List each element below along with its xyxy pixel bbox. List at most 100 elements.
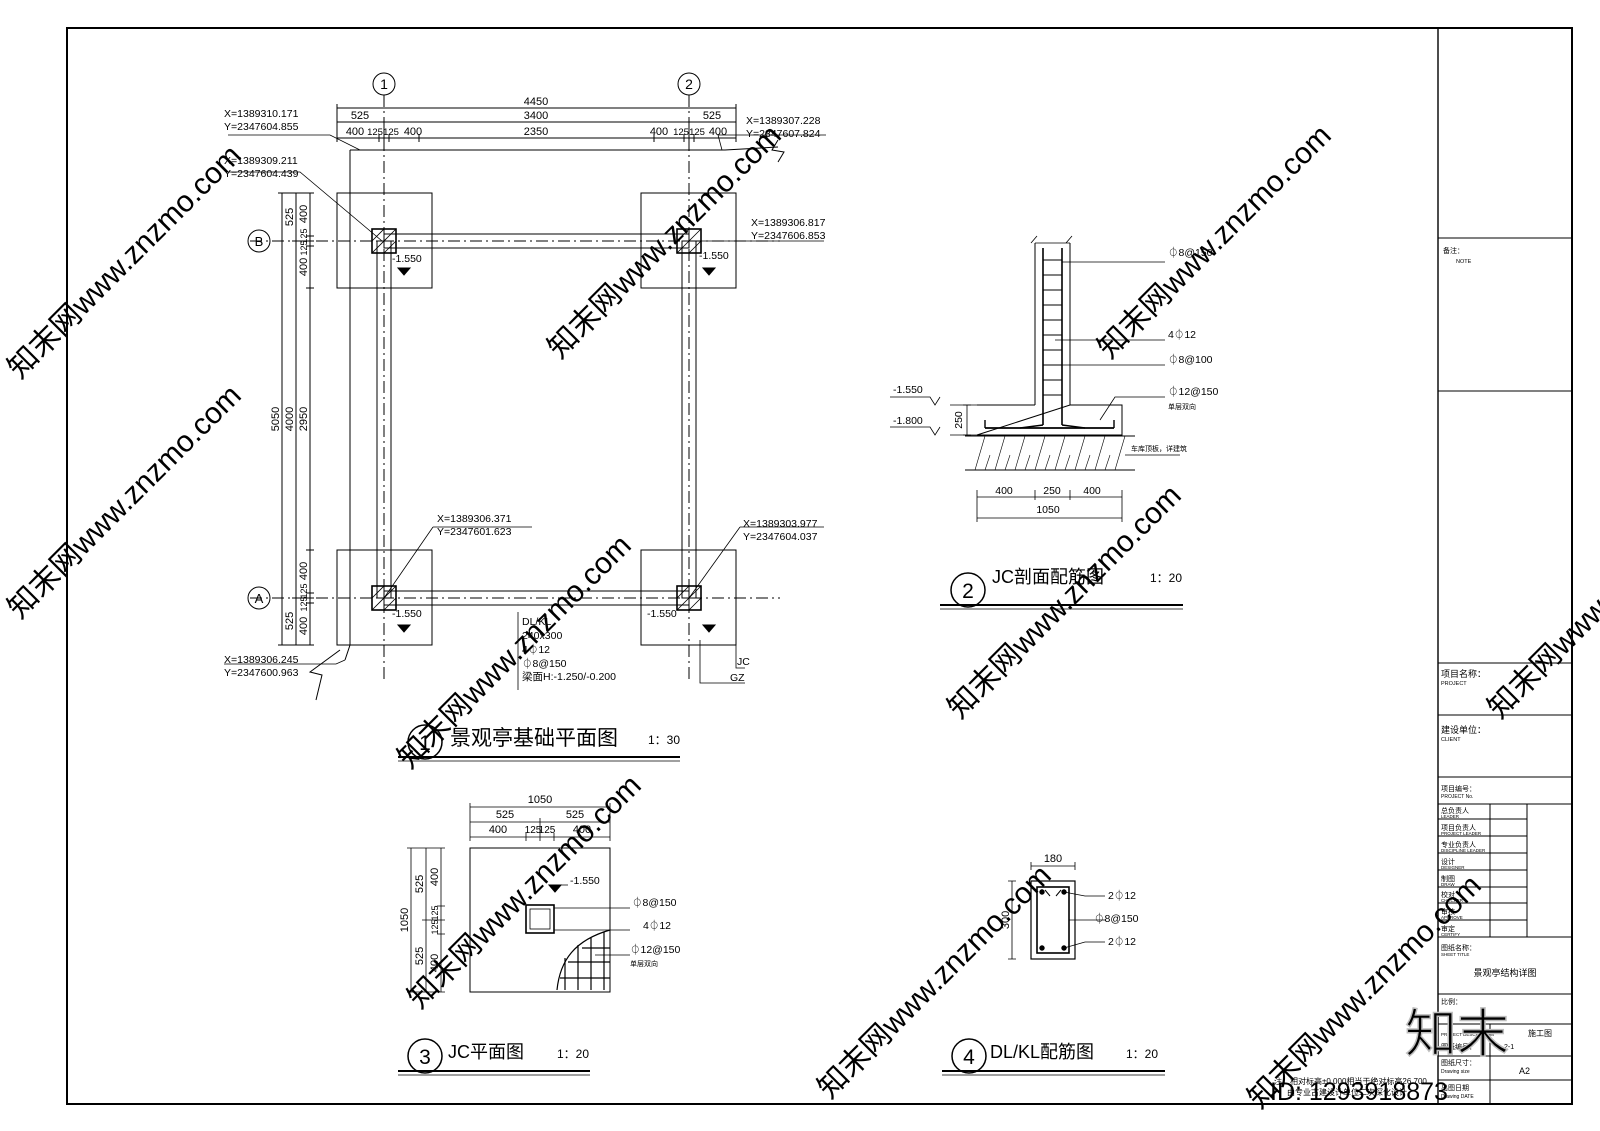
- sheet-size: A2: [1519, 1066, 1530, 1076]
- elevation-label: -1.800: [893, 415, 923, 427]
- dim-top: 125: [539, 825, 556, 836]
- column-hatched: [371, 228, 397, 254]
- role-en: DISCIPLINE LEADER: [1441, 848, 1486, 853]
- column-outline: [525, 904, 555, 934]
- beam-note: DL/KL: [522, 616, 551, 628]
- coordinate-label: X=1389306.371: [437, 513, 512, 525]
- dim-overall-left: 1050: [399, 908, 411, 932]
- dim-overall-left: 5050: [270, 407, 282, 431]
- break-line: [308, 649, 341, 701]
- sheet-border: [66, 27, 1573, 1105]
- dim-top: 3400: [524, 110, 548, 122]
- dim-bottom: 400: [1083, 485, 1101, 497]
- dim-top: 125: [383, 127, 399, 138]
- role-en: PROJECT LEADER: [1441, 831, 1482, 836]
- dim-left: 525: [414, 947, 426, 965]
- tb-label-cn: 项目名称：: [1441, 668, 1486, 679]
- jc-section: [890, 235, 1183, 610]
- rebar-label: ⏀12@150: [630, 943, 681, 956]
- jc-label: JC: [737, 656, 750, 668]
- drawing-scale: 1：20: [1126, 1047, 1158, 1061]
- tb-label-cn: 比例：: [1441, 997, 1462, 1006]
- title-block-text: 备注： NOTE 项目名称： PROJECT 建设单位： CLIENT 项目编号…: [1441, 246, 1552, 1100]
- dim-top: 400: [346, 126, 364, 138]
- tb-label-en: PROJECT: [1441, 681, 1467, 687]
- axis-bubble-b: [247, 229, 271, 253]
- site-boundary-line: [344, 146, 779, 661]
- dim-left: 525: [284, 208, 296, 226]
- dim-top: 400: [404, 126, 422, 138]
- dim-left: 525: [284, 612, 296, 630]
- watermark-text: 知末网www.znzmo.com: [1092, 119, 1338, 365]
- tb-label-cn: 项目编号：: [1441, 784, 1476, 793]
- elevation-marker: [701, 624, 717, 633]
- dim-bottom: 400: [995, 485, 1013, 497]
- drawing-title: 景观亭基础平面图: [450, 727, 618, 750]
- watermark-text: 知末网www.znzmo.com: [1482, 479, 1600, 725]
- elevation-marker: [701, 267, 717, 276]
- role-cn: 专业负责人: [1441, 840, 1476, 849]
- rebar-label: 2⏀12: [1108, 935, 1136, 948]
- role-en: CERTIFY: [1441, 932, 1460, 937]
- slab-note: 车库顶板，详建筑: [1131, 444, 1187, 453]
- dim-top: 525: [566, 809, 584, 821]
- watermark-text: 知末网www.znzmo.com: [2, 379, 248, 625]
- title-block: [1437, 28, 1572, 1104]
- pad-footing: [336, 549, 433, 646]
- dim-bottom: 250: [1043, 485, 1061, 497]
- elevation-label: -1.550: [570, 875, 600, 887]
- detail-number: 2: [962, 580, 974, 603]
- drawing-scale: 1：20: [557, 1047, 589, 1061]
- pad-outline: [469, 847, 611, 993]
- drawing-scale: 1：30: [648, 733, 680, 747]
- axis-label-2: 2: [685, 76, 693, 92]
- axis-label-a: A: [255, 591, 264, 606]
- pad-footing: [640, 192, 737, 289]
- gz-label: GZ: [730, 672, 745, 684]
- tb-label-en: Drawing size: [1441, 1069, 1470, 1075]
- dim-left: 2950: [298, 407, 310, 431]
- rebar-label: 单层双向: [1168, 402, 1196, 411]
- tb-label-en: PROJECT No.: [1441, 794, 1473, 800]
- foundation-plan-text: 1 2 B A 4450 525 3400 525 400 125 125 40…: [224, 76, 826, 755]
- beam-section: [942, 862, 1165, 1076]
- elevation-label: -1.550: [699, 250, 729, 262]
- dim-left: 400: [298, 617, 310, 635]
- tb-label-cn: 图纸名称：: [1441, 943, 1476, 952]
- note-line: 由专业古建设计单位二次深化设计: [1287, 1087, 1407, 1097]
- foundation-plan: [224, 72, 826, 762]
- dim-top: 125: [689, 127, 705, 138]
- dim-left: 125: [430, 905, 440, 920]
- rebar-label: ⏀8@100: [1168, 353, 1213, 366]
- coordinate-label: Y=2347604.037: [743, 531, 818, 543]
- dim-left: 125: [299, 240, 309, 255]
- coordinate-label: X=1389309.211: [224, 155, 298, 167]
- tb-label-cn: 出图日期: [1441, 1083, 1469, 1092]
- sheet-title: 景观亭结构详图: [1473, 967, 1536, 978]
- elevation-marker: [396, 267, 412, 276]
- tb-label-cn: 图纸尺寸：: [1441, 1058, 1476, 1067]
- detail-number: 1: [419, 732, 431, 755]
- role-en: CHECKER: [1441, 898, 1464, 903]
- dim-top: 525: [351, 110, 369, 122]
- pad-footing: [640, 549, 737, 646]
- detail-number-circle: [407, 724, 443, 760]
- elevation-label: -1.550: [893, 384, 923, 396]
- dim-left: 525: [414, 875, 426, 893]
- stage-value: 施工图: [1528, 1028, 1552, 1038]
- role-cn: 审核: [1441, 907, 1455, 916]
- elevation-label: -1.550: [392, 253, 422, 265]
- rebar-label: ⏀8@150: [1168, 246, 1213, 259]
- dim-top: 125: [367, 127, 383, 138]
- role-cn: 项目负责人: [1441, 823, 1476, 832]
- beam-note: ⏀8@150: [522, 657, 567, 670]
- drawing-title: JC平面图: [448, 1042, 524, 1062]
- drawing-title: DL/KL配筋图: [990, 1042, 1094, 1062]
- rebar-label: 4⏀12: [643, 919, 671, 932]
- role-en: DESIGNER: [1441, 865, 1465, 870]
- role-cn: 校对: [1441, 890, 1455, 899]
- rebar-label: 2⏀12: [1108, 889, 1136, 902]
- tb-label-cn: 备注：: [1443, 246, 1464, 255]
- note-line: 注：相对标高±0.000相当于绝对标高26.700: [1274, 1076, 1427, 1086]
